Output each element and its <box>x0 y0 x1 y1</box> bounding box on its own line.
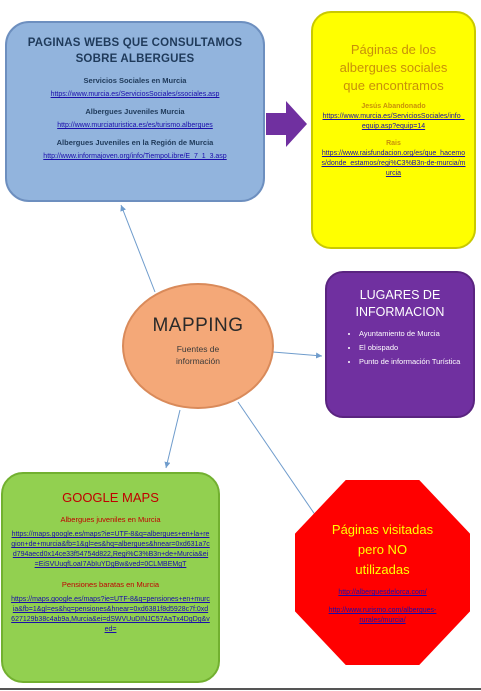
info-places-list: Ayuntamiento de Murcia El obispado Punto… <box>335 329 465 367</box>
websites-item-link[interactable]: http://www.murciaturistica.es/es/turismo… <box>57 122 213 129</box>
maps-item-label: Albergues juveniles en Murcia <box>60 515 161 524</box>
connector-to-blue <box>120 204 156 293</box>
maps-item-label: Pensiones baratas en Murcia <box>61 580 160 589</box>
shelters-found-box: Páginas de los albergues sociales que en… <box>311 11 476 249</box>
connector-to-purple <box>272 351 323 359</box>
unused-page-link[interactable]: http://www.rurismo.com/albergues-rurales… <box>328 607 437 624</box>
mapping-title: MAPPING <box>152 315 244 336</box>
google-maps-box: GOOGLE MAPS Albergues juveniles en Murci… <box>1 472 220 683</box>
info-place-item: Punto de información Turística <box>359 357 465 367</box>
connector-to-green <box>164 409 181 469</box>
info-place-item: El obispado <box>359 343 465 353</box>
maps-item-link[interactable]: https://maps.google.es/maps?ie=UTF-8&q=p… <box>11 596 210 633</box>
websites-consulted-box: PAGINAS WEBS QUE CONSULTAMOS SOBRE ALBER… <box>5 21 265 202</box>
unused-pages-octagon: Páginas visitadas pero NO utilizadas htt… <box>295 480 470 665</box>
shelter-item-link[interactable]: https://www.raisfundacion.org/es/que_hac… <box>321 150 466 177</box>
info-places-title: LUGARES DE INFORMACION <box>355 288 445 319</box>
websites-item-label: Albergues Juveniles Murcia <box>85 107 185 116</box>
shelter-item-link[interactable]: https://www.murcia.es/ServiciosSociales/… <box>322 113 465 130</box>
websites-consulted-title: PAGINAS WEBS QUE CONSULTAMOS SOBRE ALBER… <box>27 37 243 65</box>
block-arrow-blue-to-yellow <box>266 101 307 147</box>
connector-to-red <box>237 401 321 523</box>
page-bottom-border <box>0 688 481 690</box>
info-places-box: LUGARES DE INFORMACION Ayuntamiento de M… <box>325 271 475 418</box>
websites-item-link[interactable]: http://www.informajoven.org/info/TiempoL… <box>43 153 227 160</box>
websites-item-label: Servicios Sociales en Murcia <box>83 76 187 85</box>
websites-item-label: Albergues Juveniles en la Región de Murc… <box>56 138 214 147</box>
info-place-item: Ayuntamiento de Murcia <box>359 329 465 339</box>
unused-pages-title: Páginas visitadas pero NO utilizadas <box>331 522 434 577</box>
mapping-subtitle: Fuentes de información <box>176 344 220 366</box>
websites-item-link[interactable]: https://www.murcia.es/ServiciosSociales/… <box>50 91 220 98</box>
shelters-found-title: Páginas de los albergues sociales que en… <box>339 42 448 93</box>
mapping-center-node: MAPPING Fuentes de información <box>122 283 274 409</box>
google-maps-title: GOOGLE MAPS <box>62 490 159 505</box>
maps-item-link[interactable]: https://maps.google.es/maps?ie=UTF-8&q=a… <box>11 531 210 568</box>
unused-page-link[interactable]: http://alberguesdelorca.com/ <box>338 589 427 596</box>
shelter-item-label: Rais <box>386 140 401 147</box>
shelter-item-label: Jesús Abandonado <box>361 103 426 110</box>
